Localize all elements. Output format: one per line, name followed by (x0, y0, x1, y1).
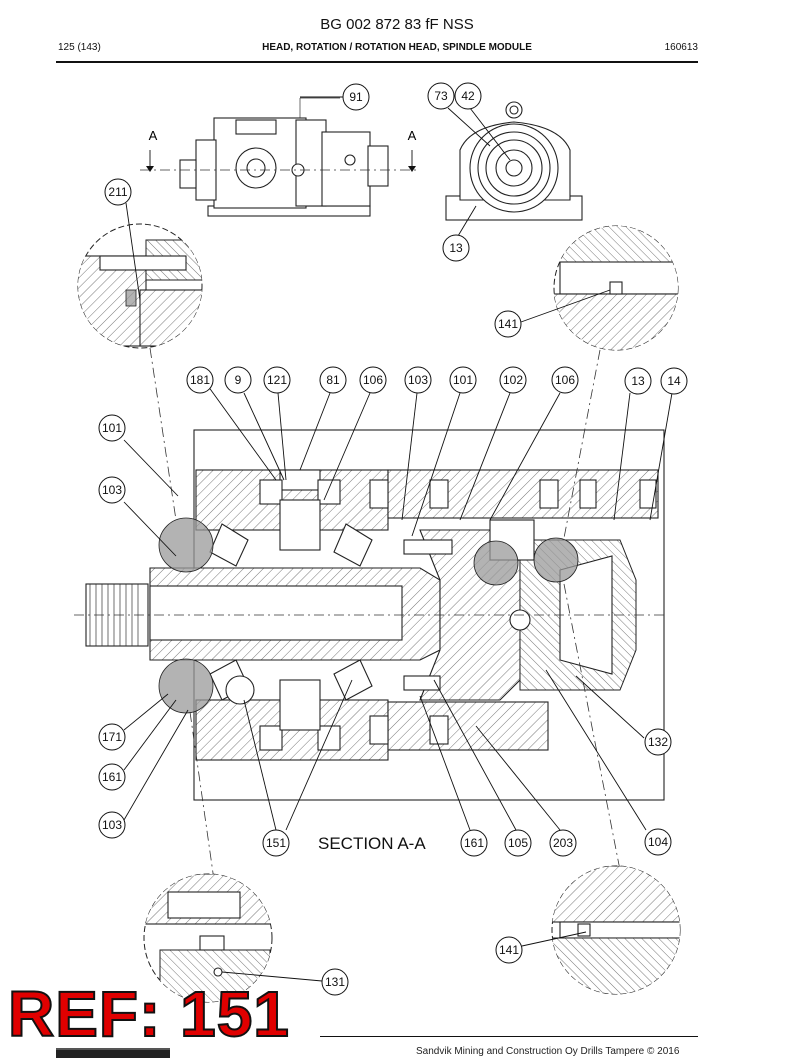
svg-text:103: 103 (408, 373, 428, 387)
callout-104: 104 (644, 828, 672, 856)
callout-105: 105 (504, 829, 532, 857)
page-number: 125 (143) (58, 42, 101, 53)
callout-161-left: 161 (98, 763, 126, 791)
detail-link-141-bottom (563, 583, 621, 871)
callout-13-top: 13 (442, 234, 470, 262)
footer-rule (320, 1036, 698, 1037)
callout-102: 102 (499, 366, 527, 394)
svg-text:103: 103 (102, 818, 122, 832)
detail-link-211 (149, 347, 177, 521)
svg-text:101: 101 (453, 373, 473, 387)
svg-text:9: 9 (235, 373, 242, 387)
callout-181: 181 (186, 366, 214, 394)
detail-link-141-top (563, 349, 601, 539)
end-view (445, 101, 583, 221)
callout-101-top: 101 (449, 366, 477, 394)
svg-text:106: 106 (555, 373, 575, 387)
callout-103-top: 103 (404, 366, 432, 394)
section-marker-right: A (408, 128, 417, 143)
callout-211: 211 (104, 178, 132, 206)
callout-106-right: 106 (551, 366, 579, 394)
callout-161-bottom: 161 (460, 829, 488, 857)
svg-text:13: 13 (631, 374, 645, 388)
ref-label: REF: 151 (7, 978, 290, 1050)
detail-view-141-bottom (551, 865, 681, 995)
detail-link-131 (189, 711, 215, 881)
svg-text:121: 121 (267, 373, 287, 387)
callout-73: 73 (427, 82, 455, 110)
page-heading: HEAD, ROTATION / ROTATION HEAD, SPINDLE … (262, 42, 532, 53)
brand-logo (56, 1048, 170, 1058)
svg-text:91: 91 (349, 90, 363, 104)
svg-text:14: 14 (667, 374, 681, 388)
leader-lines (123, 96, 673, 982)
callout-121: 121 (263, 366, 291, 394)
svg-text:141: 141 (498, 317, 518, 331)
footer-copyright: Sandvik Mining and Construction Oy Drill… (416, 1046, 680, 1057)
section-marker-left: A (149, 128, 158, 143)
svg-text:181: 181 (190, 373, 210, 387)
svg-text:131: 131 (325, 975, 345, 989)
detail-view-141-top (553, 225, 679, 351)
callout-141-bottom: 141 (495, 936, 523, 964)
callout-9: 9 (224, 366, 252, 394)
detail-view-211 (77, 223, 203, 349)
callout-81: 81 (319, 366, 347, 394)
svg-text:161: 161 (464, 836, 484, 850)
svg-text:103: 103 (102, 483, 122, 497)
svg-text:141: 141 (499, 943, 519, 957)
callout-141-top: 141 (494, 310, 522, 338)
svg-text:161: 161 (102, 770, 122, 784)
callout-103-bottom: 103 (98, 811, 126, 839)
callout-14: 14 (660, 367, 688, 395)
callout-103-left: 103 (98, 476, 126, 504)
svg-text:102: 102 (503, 373, 523, 387)
callout-106-left: 106 (359, 366, 387, 394)
svg-text:73: 73 (434, 89, 448, 103)
svg-text:132: 132 (648, 735, 668, 749)
section-view (74, 429, 666, 801)
callout-151: 151 (262, 829, 290, 857)
callout-42: 42 (454, 82, 482, 110)
svg-text:A: A (408, 128, 417, 143)
svg-text:42: 42 (461, 89, 475, 103)
svg-text:104: 104 (648, 835, 668, 849)
svg-text:171: 171 (102, 730, 122, 744)
svg-text:101: 101 (102, 421, 122, 435)
section-label: SECTION A-A (318, 834, 426, 853)
side-view: A A (140, 97, 420, 217)
callout-171: 171 (98, 723, 126, 751)
svg-text:203: 203 (553, 836, 573, 850)
svg-text:A: A (149, 128, 158, 143)
svg-text:105: 105 (508, 836, 528, 850)
callout-131: 131 (321, 968, 349, 996)
callout-132: 132 (644, 728, 672, 756)
svg-text:81: 81 (326, 373, 340, 387)
svg-text:106: 106 (363, 373, 383, 387)
svg-text:13: 13 (449, 241, 463, 255)
callout-101-left: 101 (98, 414, 126, 442)
svg-text:151: 151 (266, 836, 286, 850)
svg-text:211: 211 (108, 185, 127, 199)
callout-13-section: 13 (624, 367, 652, 395)
callout-91: 91 (342, 83, 370, 111)
callout-203: 203 (549, 829, 577, 857)
drawing-code: 160613 (664, 42, 698, 53)
header-rule (56, 61, 698, 63)
document-title: BG 002 872 83 fF NSS (320, 16, 474, 33)
